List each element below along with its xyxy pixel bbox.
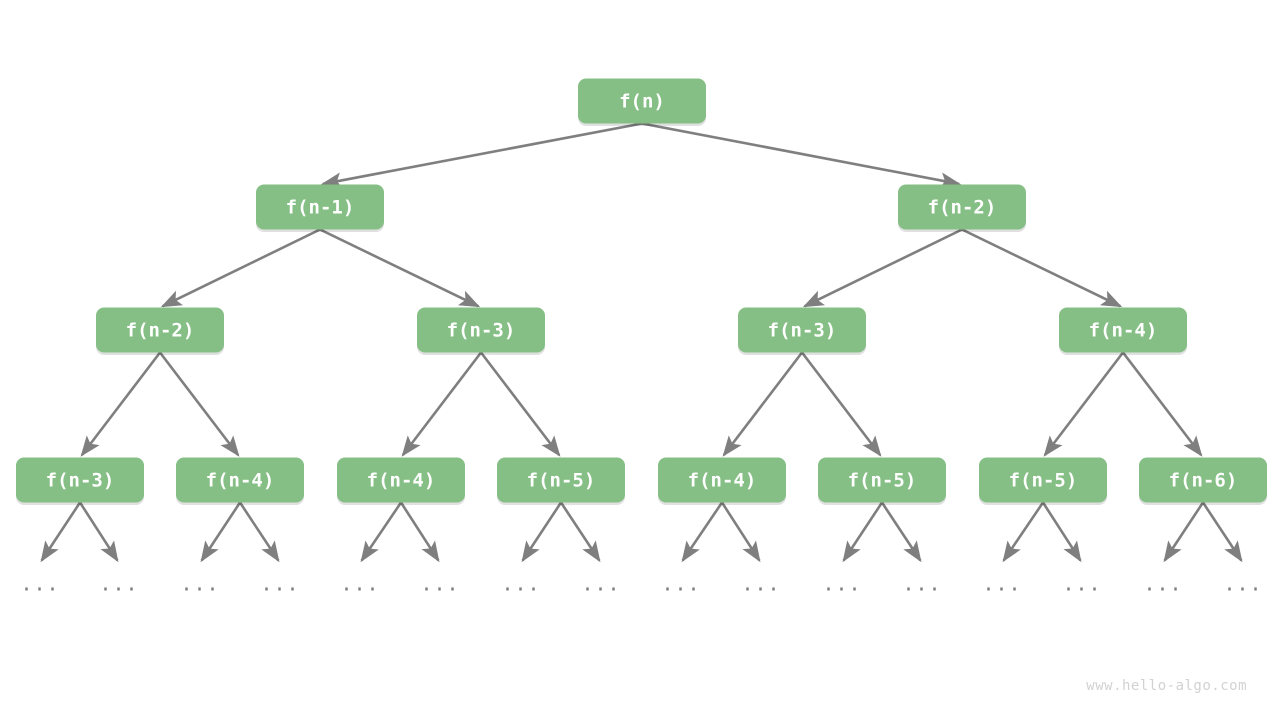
- node-label: f(n-6): [1169, 470, 1238, 492]
- ellipsis-label: ...: [340, 572, 379, 596]
- tree-edge: [158, 351, 240, 457]
- ellipsis-label: ...: [1223, 572, 1262, 596]
- tree-node[interactable]: f(n-3): [16, 457, 144, 506]
- node-box[interactable]: [256, 184, 384, 230]
- node-box[interactable]: [96, 307, 224, 353]
- tree-edge: [961, 228, 1123, 308]
- tree-node[interactable]: f(n-2): [898, 184, 1026, 233]
- tree-edge: [1043, 351, 1125, 457]
- tree-edge: [319, 228, 481, 308]
- node-label: f(n-4): [206, 470, 275, 492]
- node-box[interactable]: [658, 457, 786, 503]
- tree-node[interactable]: f(n-2): [96, 307, 224, 356]
- tree-edge-leaf: [1201, 501, 1243, 563]
- node-box[interactable]: [337, 457, 465, 503]
- ellipsis-label: ...: [982, 572, 1021, 596]
- ellipsis-label: ...: [581, 572, 620, 596]
- node-label: f(n-4): [688, 470, 757, 492]
- node-box[interactable]: [898, 184, 1026, 230]
- tree-edge-leaf: [78, 501, 119, 563]
- tree-node[interactable]: f(n-5): [818, 457, 946, 506]
- node-box[interactable]: [979, 457, 1107, 503]
- node-box[interactable]: [417, 307, 545, 353]
- tree-edge-leaf: [1163, 501, 1205, 563]
- node-label: f(n-3): [447, 320, 516, 342]
- ellipsis-label: ...: [99, 572, 138, 596]
- tree-node[interactable]: f(n-3): [417, 307, 545, 356]
- tree-edge-leaf: [1041, 501, 1082, 563]
- tree-edge: [1121, 351, 1203, 457]
- tree-node[interactable]: f(n-4): [337, 457, 465, 506]
- node-box[interactable]: [497, 457, 625, 503]
- tree-node[interactable]: f(n): [578, 78, 706, 127]
- ellipsis-label: ...: [420, 572, 459, 596]
- ellipsis-label: ...: [902, 572, 941, 596]
- node-box[interactable]: [1139, 457, 1267, 503]
- tree-edge-leaf: [521, 501, 563, 563]
- tree-edge: [802, 228, 963, 308]
- leaf-stub-layer: [40, 501, 1243, 563]
- ellipsis-label: ...: [1143, 572, 1182, 596]
- tree-edge-leaf: [200, 501, 242, 563]
- tree-edge-leaf: [238, 501, 280, 563]
- tree-node[interactable]: f(n-1): [256, 184, 384, 233]
- tree-node[interactable]: f(n-5): [497, 457, 625, 506]
- ellipsis-label: ...: [661, 572, 700, 596]
- ellipsis-label: ...: [501, 572, 540, 596]
- tree-edge-leaf: [399, 501, 440, 563]
- tree-edge: [160, 228, 321, 308]
- ellipsis-label: ...: [260, 572, 299, 596]
- tree-edge-leaf: [880, 501, 922, 563]
- tree-edge: [800, 351, 882, 457]
- node-label: f(n): [619, 91, 665, 113]
- tree-edge: [80, 351, 162, 457]
- tree-edge: [479, 351, 561, 457]
- node-label: f(n-1): [286, 197, 355, 219]
- tree-edge-leaf: [842, 501, 884, 563]
- ellipsis-label: ...: [741, 572, 780, 596]
- tree-node[interactable]: f(n-4): [1059, 307, 1187, 356]
- node-box[interactable]: [176, 457, 304, 503]
- node-label: f(n-3): [768, 320, 837, 342]
- node-label: f(n-2): [126, 320, 195, 342]
- tree-edge-leaf: [681, 501, 724, 563]
- tree-edge-leaf: [40, 501, 82, 563]
- tree-edge-leaf: [360, 501, 403, 563]
- tree-node[interactable]: f(n-3): [738, 307, 866, 356]
- tree-node[interactable]: f(n-4): [176, 457, 304, 506]
- node-box[interactable]: [1059, 307, 1187, 353]
- node-box[interactable]: [818, 457, 946, 503]
- edge-layer: [80, 122, 1203, 457]
- node-label: f(n-2): [928, 197, 997, 219]
- watermark-label: www.hello-algo.com: [1086, 678, 1247, 694]
- node-layer: f(n) f(n-1) f(n-2) f(n-2) f(n-3) f(n-3) f(n-4)…: [16, 78, 1267, 506]
- node-box[interactable]: [16, 457, 144, 503]
- tree-edge-leaf: [1002, 501, 1045, 563]
- tree-node[interactable]: f(n-6): [1139, 457, 1267, 506]
- node-label: f(n-3): [46, 470, 115, 492]
- ellipsis-label: ...: [180, 572, 219, 596]
- node-box[interactable]: [738, 307, 866, 353]
- tree-edge-leaf: [720, 501, 761, 563]
- node-box[interactable]: [578, 78, 706, 124]
- tree-edge-leaf: [559, 501, 601, 563]
- ellipsis-label: ...: [20, 572, 59, 596]
- node-label: f(n-5): [527, 470, 596, 492]
- ellipsis-layer: ........................................…: [20, 572, 1262, 596]
- node-label: f(n-5): [1009, 470, 1078, 492]
- tree-node[interactable]: f(n-5): [979, 457, 1107, 506]
- ellipsis-label: ...: [822, 572, 861, 596]
- node-label: f(n-4): [1089, 320, 1158, 342]
- tree-edge: [641, 122, 962, 189]
- ellipsis-label: ...: [1062, 572, 1101, 596]
- tree-node[interactable]: f(n-4): [658, 457, 786, 506]
- tree-edge: [722, 351, 804, 457]
- tree-edge: [320, 122, 643, 189]
- node-label: f(n-5): [848, 470, 917, 492]
- node-label: f(n-4): [367, 470, 436, 492]
- tree-edge: [401, 351, 483, 457]
